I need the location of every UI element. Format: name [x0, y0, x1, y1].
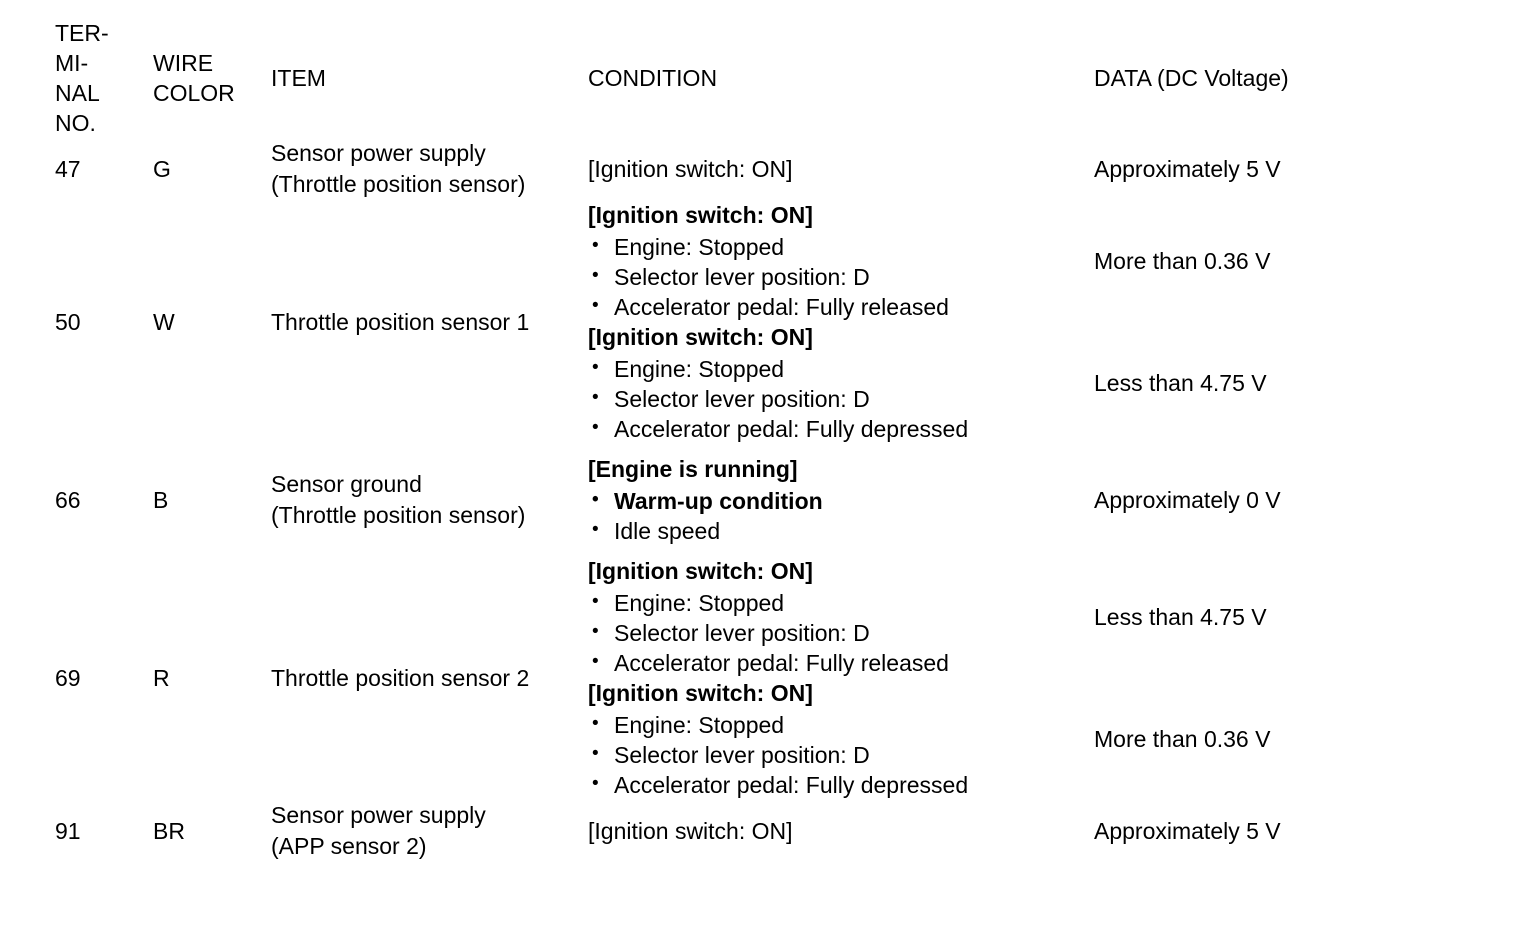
condition-bullet: Selector lever position: D [588, 739, 1094, 770]
cell-item-line-2: (APP sensor 2) [271, 833, 427, 859]
cell-wire-color: G [153, 155, 171, 182]
table-body: 47 G Sensor power supply (Throttle posit… [55, 138, 1462, 862]
condition-bullet-list: Warm-up condition Idle speed [588, 485, 1094, 546]
cell-wire-color: W [153, 308, 175, 335]
cell-data: Approximately 0 V [1094, 486, 1281, 513]
cell-item-line-1: Sensor power supply [271, 802, 486, 828]
cell-terminal-no: 50 [55, 308, 81, 335]
terminal-spec-table: TER- MI- NAL NO. WIRE COLOR ITEM CONDITI… [55, 18, 1462, 862]
table-row: 47 G Sensor power supply (Throttle posit… [55, 138, 1462, 200]
condition-bullet: Idle speed [588, 515, 1094, 546]
cell-data: Less than 4.75 V [1094, 603, 1267, 630]
condition-bullet: Selector lever position: D [588, 383, 1094, 414]
cell-item-line-1: Sensor ground [271, 471, 422, 497]
header-terminal-no-line-3: NAL [55, 80, 100, 106]
header-item: ITEM [271, 65, 326, 91]
condition-bullet-list: Engine: Stopped Selector lever position:… [588, 587, 1094, 678]
cell-item-line-1: Throttle position sensor 1 [271, 308, 530, 335]
header-condition: CONDITION [588, 65, 718, 91]
condition-bullet: Engine: Stopped [588, 231, 1094, 262]
cell-terminal-no: 69 [55, 664, 81, 691]
cell-terminal-no: 47 [55, 155, 81, 182]
cell-terminal-no: 66 [55, 486, 81, 513]
cell-condition: [Ignition switch: ON] [588, 155, 793, 182]
header-wire-color-line-2: COLOR [153, 80, 235, 106]
cell-item-line-1: Throttle position sensor 2 [271, 664, 530, 691]
cell-condition: [Ignition switch: ON] Engine: Stopped Se… [588, 678, 1094, 800]
condition-bullet: Accelerator pedal: Fully depressed [588, 413, 1094, 444]
header-terminal-no: TER- MI- NAL NO. [55, 18, 153, 138]
table-header: TER- MI- NAL NO. WIRE COLOR ITEM CONDITI… [55, 18, 1462, 138]
condition-bullet-list: Engine: Stopped Selector lever position:… [588, 231, 1094, 322]
cell-condition: [Ignition switch: ON] Engine: Stopped Se… [588, 200, 1094, 322]
cell-item: Sensor ground (Throttle position sensor) [271, 444, 588, 556]
cell-condition: [Ignition switch: ON] [588, 817, 793, 844]
cell-item-line-2: (Throttle position sensor) [271, 502, 526, 528]
header-wire-color-line-1: WIRE [153, 50, 214, 76]
condition-heading: [Ignition switch: ON] [588, 324, 813, 350]
cell-data: Approximately 5 V [1094, 817, 1281, 844]
cell-item: Throttle position sensor 2 [271, 556, 588, 800]
condition-bullet: Selector lever position: D [588, 261, 1094, 292]
cell-condition: [Ignition switch: ON] Engine: Stopped Se… [588, 322, 1094, 444]
cell-wire-color: B [153, 486, 169, 513]
cell-item-line-1: Sensor power supply [271, 140, 486, 166]
cell-wire-color: BR [153, 817, 185, 844]
condition-bullet: Engine: Stopped [588, 353, 1094, 384]
cell-item: Throttle position sensor 1 [271, 200, 588, 444]
cell-item-line-2: (Throttle position sensor) [271, 171, 526, 197]
header-row: TER- MI- NAL NO. WIRE COLOR ITEM CONDITI… [55, 18, 1462, 138]
cell-data: More than 0.36 V [1094, 247, 1271, 274]
condition-bullet: Accelerator pedal: Fully released [588, 647, 1094, 678]
header-terminal-no-line-2: MI- [55, 50, 89, 76]
table-row: 66 B Sensor ground (Throttle position se… [55, 444, 1462, 556]
cell-terminal-no: 91 [55, 817, 81, 844]
condition-bullet: Engine: Stopped [588, 709, 1094, 740]
table-row: 50 W Throttle position sensor 1 [Ignitio… [55, 200, 1462, 335]
header-terminal-no-line-4: NO. [55, 110, 96, 136]
table-row: 91 BR Sensor power supply (APP sensor 2)… [55, 800, 1462, 862]
header-wire-color: WIRE COLOR [153, 18, 271, 138]
condition-bullet: Accelerator pedal: Fully released [588, 291, 1094, 322]
cell-condition: [Engine is running] Warm-up condition Id… [588, 444, 1094, 556]
table-subrow: [Ignition switch: ON] Engine: Stopped Se… [55, 678, 1462, 800]
cell-data: Approximately 5 V [1094, 155, 1281, 182]
condition-heading: [Ignition switch: ON] [588, 558, 813, 584]
header-data: DATA (DC Voltage) [1094, 65, 1289, 91]
cell-condition: [Ignition switch: ON] Engine: Stopped Se… [588, 556, 1094, 678]
header-terminal-no-line-1: TER- [55, 20, 109, 46]
condition-bullet: Warm-up condition [588, 485, 1094, 516]
cell-item: Sensor power supply (Throttle position s… [271, 138, 588, 200]
condition-bullet: Engine: Stopped [588, 587, 1094, 618]
cell-data: Less than 4.75 V [1094, 369, 1267, 396]
condition-heading: [Ignition switch: ON] [588, 680, 813, 706]
condition-bullet-list: Engine: Stopped Selector lever position:… [588, 709, 1094, 800]
cell-data: More than 0.36 V [1094, 725, 1271, 752]
cell-wire-color: R [153, 664, 170, 691]
terminal-spec-table-wrapper: TER- MI- NAL NO. WIRE COLOR ITEM CONDITI… [55, 18, 1462, 862]
cell-item: Sensor power supply (APP sensor 2) [271, 800, 588, 862]
condition-heading: [Engine is running] [588, 456, 798, 482]
condition-bullet: Selector lever position: D [588, 617, 1094, 648]
condition-heading: [Ignition switch: ON] [588, 202, 813, 228]
table-subrow: [Ignition switch: ON] Engine: Stopped Se… [55, 322, 1462, 444]
condition-bullet: Accelerator pedal: Fully depressed [588, 769, 1094, 800]
condition-bullet-list: Engine: Stopped Selector lever position:… [588, 353, 1094, 444]
table-row: 69 R Throttle position sensor 2 [Ignitio… [55, 556, 1462, 691]
